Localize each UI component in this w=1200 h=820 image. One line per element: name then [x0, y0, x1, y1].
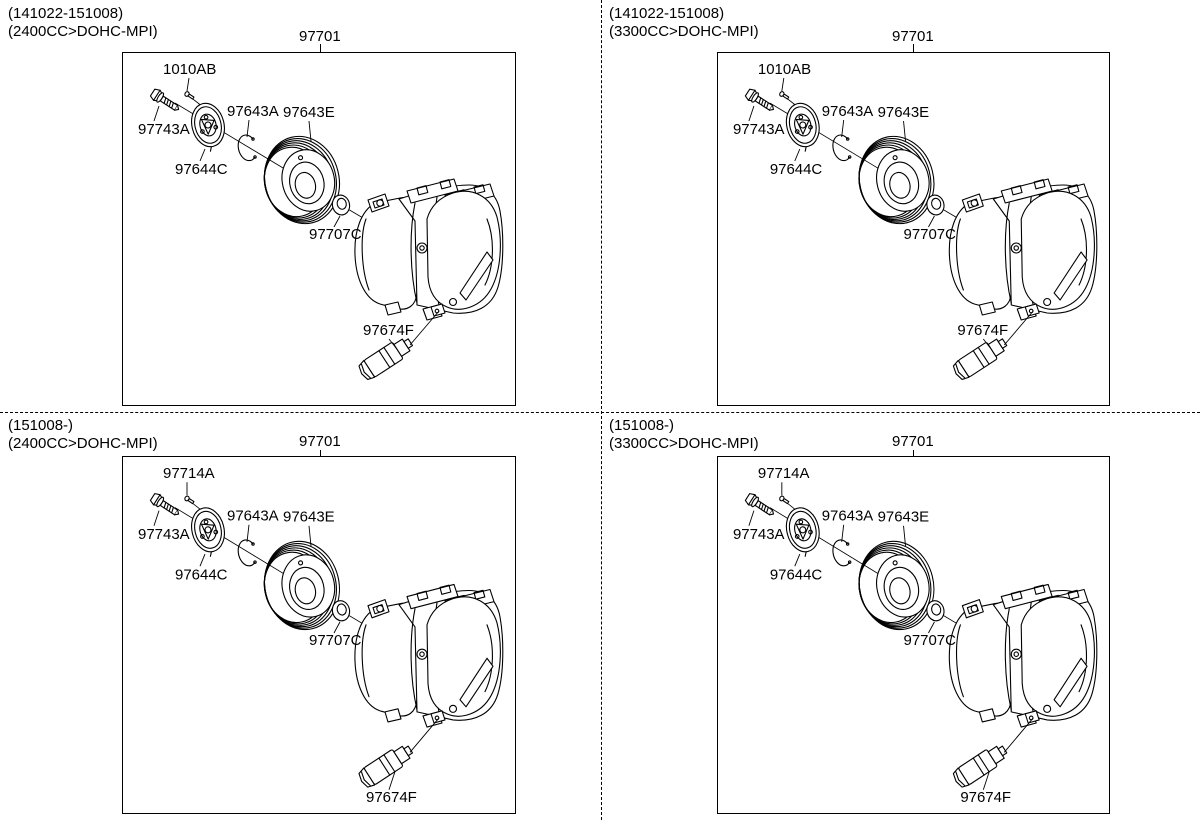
part-label: 97674F — [363, 322, 414, 339]
quadrant-top-left: (141022-151008) (2400CC>DOHC-MPI) 97701 … — [0, 0, 601, 412]
part-label: 97674F — [957, 322, 1008, 339]
engine-spec: (3300CC>DOHC-MPI) — [609, 435, 759, 452]
part-label: 97643A — [822, 103, 874, 120]
assembly-leader-line — [320, 44, 321, 52]
part-label: 97643E — [283, 104, 335, 121]
assembly-leader-line — [320, 450, 321, 457]
part-label: 97714A — [758, 465, 810, 482]
quadrant-bottom-right: (151008-) (3300CC>DOHC-MPI) 97701 97714A… — [601, 412, 1200, 820]
assembly-leader-line — [913, 450, 914, 457]
variant-caption: (141022-151008) (3300CC>DOHC-MPI) — [609, 5, 759, 41]
horizontal-divider — [0, 412, 1200, 413]
part-label: 97707C — [309, 632, 362, 649]
assembly-part-number: 97701 — [892, 28, 934, 45]
engine-spec: (3300CC>DOHC-MPI) — [609, 23, 759, 40]
assembly-part-number: 97701 — [299, 433, 341, 450]
quadrant-top-right: (141022-151008) (3300CC>DOHC-MPI) 97701 … — [601, 0, 1200, 412]
part-label: 97743A — [138, 526, 191, 543]
date-range: (151008-) — [8, 417, 74, 434]
part-label: 97714A — [163, 465, 216, 482]
part-label: 97707C — [309, 226, 362, 243]
part-label: 97643E — [283, 509, 335, 526]
assembly-leader-line — [913, 44, 914, 52]
part-label: 1010AB — [758, 61, 811, 78]
part-label: 97643A — [227, 508, 280, 525]
assembly-part-number: 97701 — [299, 28, 341, 45]
engine-spec: (2400CC>DOHC-MPI) — [8, 435, 158, 452]
date-range: (151008-) — [609, 417, 675, 434]
part-label: 1010AB — [163, 61, 216, 78]
variant-caption: (141022-151008) (2400CC>DOHC-MPI) — [8, 5, 158, 41]
engine-spec: (2400CC>DOHC-MPI) — [8, 23, 158, 40]
date-range: (141022-151008) — [609, 5, 725, 22]
vertical-divider — [601, 0, 602, 820]
diagram-box: 1010AB 97743A 97644C 97643A 97643E 97707… — [122, 52, 516, 406]
part-label: 97743A — [138, 121, 190, 138]
part-label: 97743A — [733, 121, 785, 138]
part-label: 97643A — [227, 103, 279, 120]
part-label: 97707C — [904, 226, 957, 243]
assembly-part-number: 97701 — [892, 433, 934, 450]
part-label: 97674F — [960, 789, 1011, 806]
variant-caption: (151008-) (3300CC>DOHC-MPI) — [609, 417, 759, 453]
part-label: 97643A — [822, 508, 874, 525]
part-label: 97643E — [878, 104, 930, 121]
part-label: 97707C — [904, 632, 956, 649]
quadrant-bottom-left: (151008-) (2400CC>DOHC-MPI) 97701 97714A… — [0, 412, 601, 820]
part-label: 97643E — [878, 509, 930, 526]
diagram-box: 1010AB 97743A 97644C 97643A 97643E 97707… — [717, 52, 1110, 406]
part-label: 97644C — [175, 161, 228, 178]
part-label: 97644C — [770, 566, 822, 583]
diagram-box: 97714A 97743A 97644C 97643A 97643E 97707… — [717, 456, 1110, 814]
part-label: 97743A — [733, 526, 785, 543]
diagram-box: 97714A 97743A 97644C 97643A 97643E 97707… — [122, 456, 516, 814]
part-label: 97674F — [366, 789, 417, 806]
date-range: (141022-151008) — [8, 5, 124, 22]
part-label: 97644C — [175, 566, 228, 583]
variant-caption: (151008-) (2400CC>DOHC-MPI) — [8, 417, 158, 453]
part-label: 97644C — [770, 161, 823, 178]
